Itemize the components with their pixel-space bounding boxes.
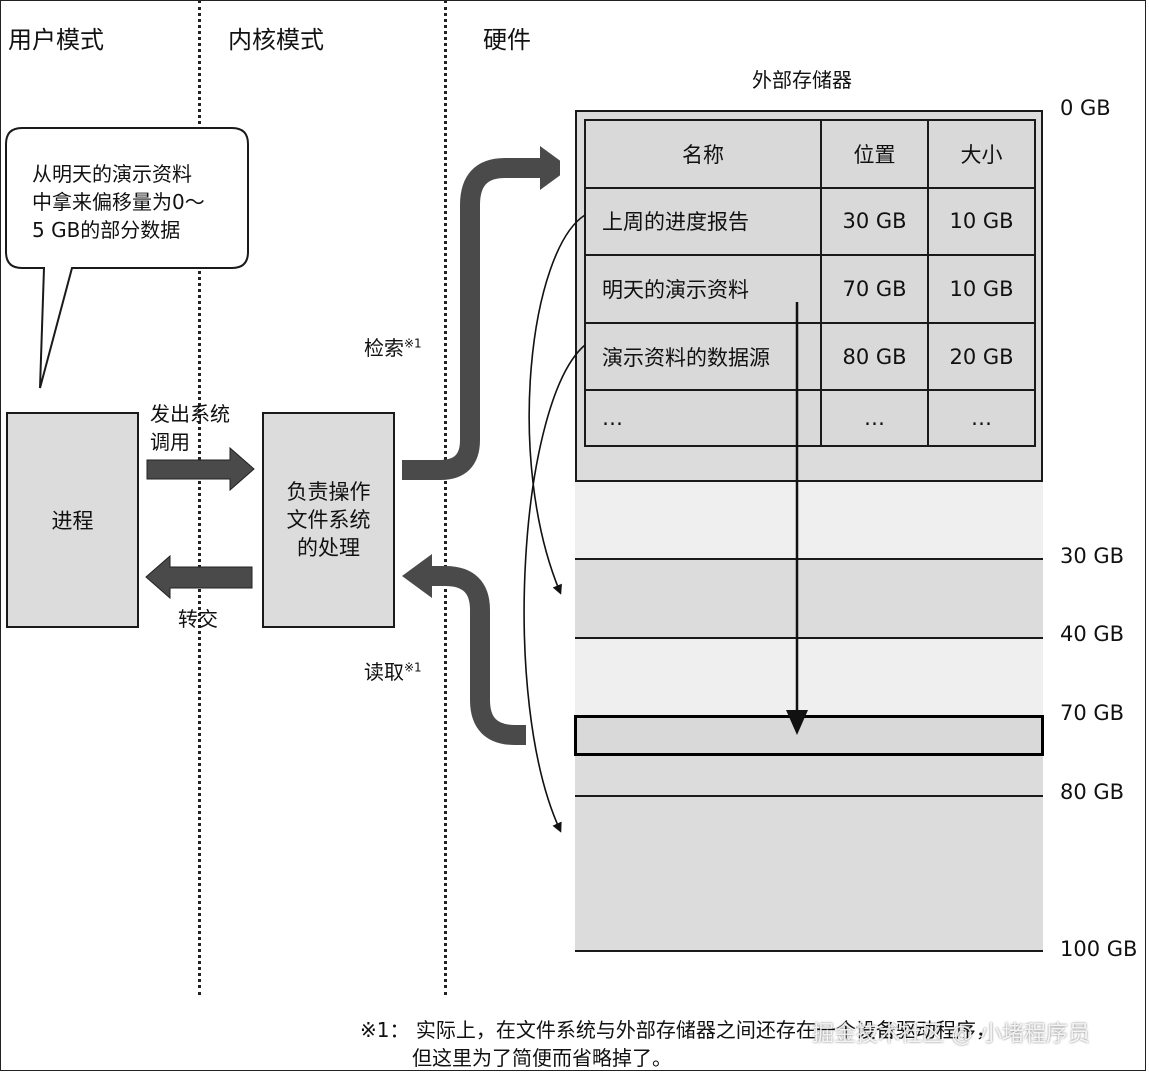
search-text: 检索: [364, 336, 404, 360]
file-size: 20 GB: [927, 321, 1036, 392]
gb-label-40: 40 GB: [1060, 622, 1125, 646]
read-arrow: [428, 566, 526, 745]
storage-segment-progress-report: [575, 558, 1043, 637]
handover-label: 转交: [178, 607, 218, 631]
flow-arrows: [145, 146, 560, 745]
storage-segment-data-source: [575, 795, 1043, 950]
syscall-label-2: 调用: [150, 430, 190, 454]
table-row: 上周的进度报告 30 GB 10 GB: [584, 186, 1036, 257]
table-header-row: 名称 位置 大小: [584, 119, 1036, 189]
storage-segment-unused-1: [575, 480, 1043, 558]
gb-label-80: 80 GB: [1060, 780, 1125, 804]
progress-report-pointer: [528, 214, 586, 595]
storage-title: 外部存储器: [752, 68, 852, 92]
kernel-hardware-separator: [444, 0, 447, 995]
file-size: 10 GB: [927, 186, 1036, 257]
column-size: 大小: [927, 119, 1036, 189]
file-name: …: [584, 389, 822, 447]
file-size: 10 GB: [927, 254, 1036, 324]
gb-label-0: 0 GB: [1060, 96, 1111, 120]
column-position: 位置: [820, 119, 929, 189]
gb-label-100: 100 GB: [1060, 937, 1138, 961]
hardware-header: 硬件: [483, 26, 531, 54]
filesystem-line-2: 文件系统: [286, 508, 371, 532]
process-box: 进程: [6, 412, 139, 628]
table-row: 演示资料的数据源 80 GB 20 GB: [584, 321, 1036, 392]
file-position: 30 GB: [820, 186, 929, 257]
process-label: 进程: [51, 509, 94, 533]
search-arrow: [402, 158, 545, 480]
kernel-mode-header: 内核模式: [228, 26, 324, 54]
file-position: …: [820, 389, 929, 447]
bubble-line-2: 中拿来偏移量为0～: [32, 190, 205, 214]
handover-arrow: [145, 554, 253, 600]
table-row: 明天的演示资料 70 GB 10 GB: [584, 254, 1036, 324]
file-position: 80 GB: [820, 321, 929, 392]
file-name: 演示资料的数据源: [584, 321, 822, 392]
search-label: 检索※1: [364, 332, 422, 361]
column-name: 名称: [584, 119, 822, 189]
filesystem-text: 负责操作 文件系统 的处理: [287, 478, 371, 562]
watermark: 掘金技术社区 @ 小堵程序员: [812, 1022, 1090, 1047]
speech-bubble: [5, 127, 249, 389]
gb-label-30: 30 GB: [1060, 544, 1125, 568]
syscall-arrow: [146, 446, 255, 492]
data-source-pointer: [523, 344, 586, 833]
filesystem-line-1: 负责操作: [286, 480, 371, 504]
file-position: 70 GB: [820, 254, 929, 324]
user-kernel-separator: [198, 0, 201, 995]
search-footnote-mark: ※1: [404, 336, 422, 351]
file-name: 明天的演示资料: [584, 254, 822, 324]
user-mode-header: 用户模式: [8, 26, 104, 54]
syscall-label-1: 发出系统: [150, 402, 230, 426]
read-text: 读取: [364, 660, 404, 684]
bubble-line-1: 从明天的演示资料: [32, 162, 192, 186]
table-row: … … …: [584, 389, 1036, 447]
storage-segment-unused-2: [575, 637, 1043, 715]
read-label: 读取※1: [364, 656, 422, 685]
file-name: 上周的进度报告: [584, 186, 822, 257]
filesystem-line-3: 的处理: [297, 536, 360, 560]
read-footnote-mark: ※1: [404, 660, 422, 675]
footnote-line-2: 但这里为了简便而省略掉了。: [412, 1046, 672, 1070]
file-table: 名称 位置 大小 上周的进度报告 30 GB 10 GB 明天的演示资料 70 …: [584, 119, 1036, 447]
footnote-line-1: ※1： 实际上，在文件系统与外部存储器之间还存在一个设备驱动程序，: [360, 1018, 996, 1042]
filesystem-box: 负责操作 文件系统 的处理: [262, 412, 395, 628]
gb-label-70: 70 GB: [1060, 701, 1125, 725]
bubble-line-3: 5 GB的部分数据: [32, 218, 181, 242]
file-size: …: [927, 389, 1036, 447]
requested-region: [574, 715, 1044, 756]
